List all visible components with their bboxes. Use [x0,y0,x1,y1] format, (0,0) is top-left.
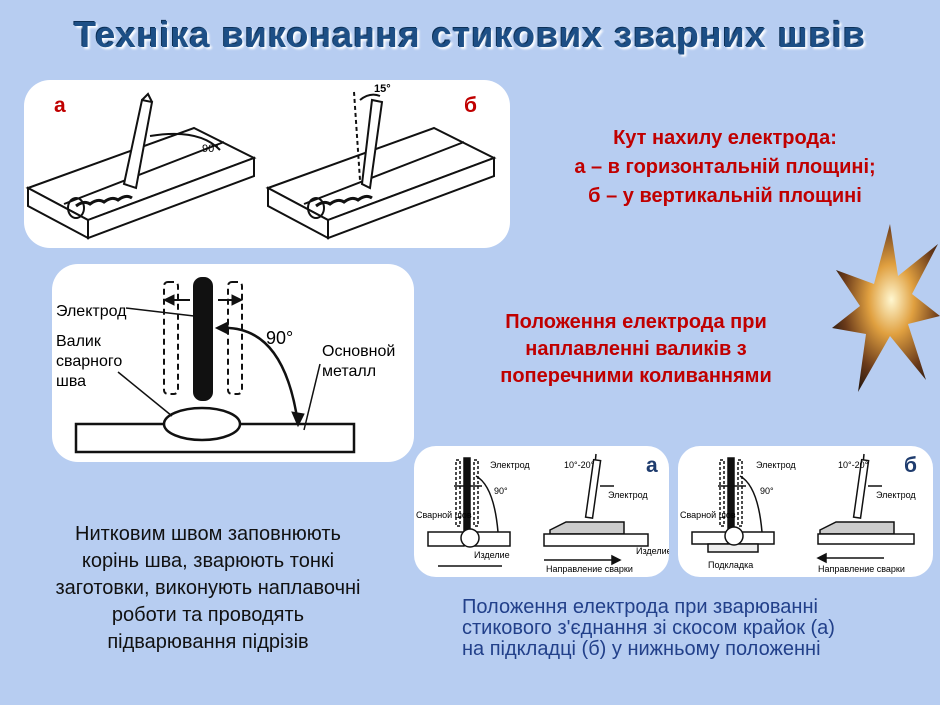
bottom-left-line5: підварювання підрізів [107,631,309,653]
bottom-right-text: Положення електрода при зварюванні стико… [462,597,932,660]
bead-label-line2: сварного [56,353,122,370]
bottom-left-line1: Нитковим швом заповнюють [75,523,341,545]
figure-label-b: б [464,94,477,117]
fig-a-seam: Сварной шов [416,510,472,520]
small-figure-b-card: Электрод 10°-20° 90° Сварной шов Электро… [678,446,933,577]
fig-a-angle-top: 10°-20° [564,460,595,470]
figure-label-a: а [54,94,66,117]
middle-figure-card: Электрод Валик сварного шва 90° Основной… [52,264,414,462]
fig-a-electrode2: Электрод [608,490,648,500]
fig-b-angle-top: 10°-20° [838,460,869,470]
fig-b-electrode2: Электрод [876,490,916,500]
electrode-label: Электрод [56,303,127,320]
tilt-caption-line1: Кут нахилу електрода: [613,127,837,149]
fig-a-part2: Изделие [636,546,669,556]
angle-a-label: 90° [202,143,219,155]
small-figure-a-letter: а [646,454,658,477]
bottom-right-line3: на підкладці (б) у нижньому положенні [462,638,821,660]
top-figure-card: 90° 15° а б [24,80,510,248]
plate-diagram: 90° 15° [25,83,497,240]
bead-label-line1: Валик [56,333,102,350]
fig-a-angle: 90° [494,486,508,496]
angle-90-label: 90° [266,328,293,348]
butt-joint-diagram-a: Электрод 10°-20° 90° Сварной шов Электро… [416,453,669,574]
fig-a-electrode1: Электрод [490,460,530,470]
position-caption-line1: Положення електрода при [505,311,767,333]
small-figure-a-card: Электрод 10°-20° 90° Сварной шов Электро… [414,446,669,577]
fig-b-direction: Направление сварки [818,564,905,574]
fig-a-part: Изделие [474,550,510,560]
position-caption: Положення електрода при наплавленні вали… [446,309,826,390]
base-metal-label-line2: металл [322,363,376,380]
base-metal-label-line1: Основной [322,343,395,360]
bead-label-line3: шва [56,373,86,390]
bottom-left-text: Нитковим швом заповнюють корінь шва, зва… [18,521,398,656]
bottom-left-line2: корінь шва, зварюють тонкі [81,550,335,572]
fig-b-electrode1: Электрод [756,460,796,470]
tilt-caption-line3: б – у вертикальній площині [588,185,862,207]
small-figure-b-letter: б [904,454,917,477]
bottom-left-line4: роботи та проводять [111,604,305,626]
fig-a-direction: Направление сварки [546,564,633,574]
position-caption-line3: поперечними коливаннями [500,365,772,387]
fig-b-backing: Подкладка [708,560,753,570]
butt-joint-diagram-b: Электрод 10°-20° 90° Сварной шов Электро… [680,453,916,574]
page-title: Техніка виконання стикових зварних швів [74,14,866,55]
bottom-right-line1: Положення електрода при зварюванні [462,596,818,618]
spark-burst-icon [832,224,940,392]
electrode-diagram: Электрод Валик сварного шва 90° Основной… [56,277,395,454]
tilt-caption: Кут нахилу електрода: а – в горизонтальн… [520,124,930,211]
position-caption-line2: наплавленні валиків з [525,338,747,360]
tilt-caption-line2: а – в горизонтальній площині; [574,156,876,178]
bottom-left-line3: заготовки, виконують наплавочні [55,577,361,599]
fig-b-angle: 90° [760,486,774,496]
fig-b-seam: Сварной шов [680,510,736,520]
angle-b-label: 15° [374,83,391,95]
bottom-right-line2: стикового з'єднання зі скосом крайок (а) [462,617,835,639]
